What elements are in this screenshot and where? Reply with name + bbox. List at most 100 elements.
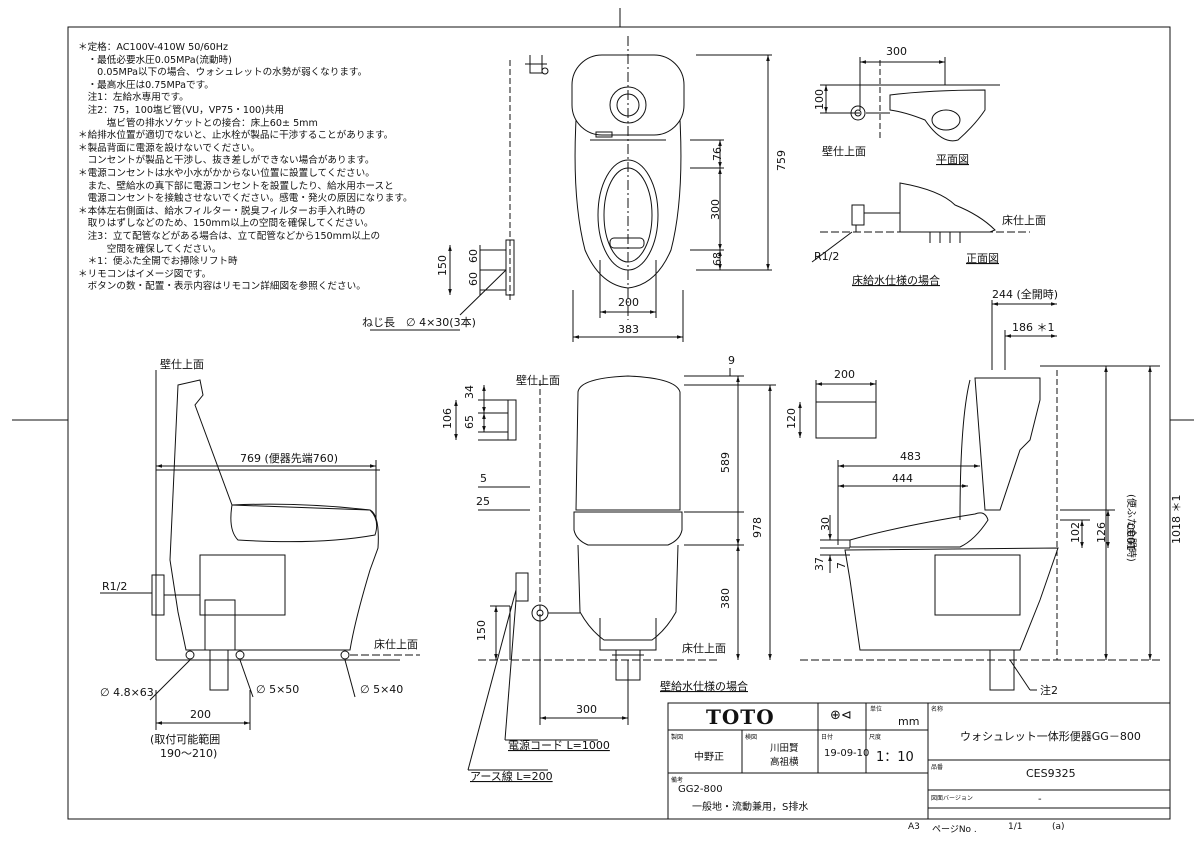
label-d5b: ∅ 5×40 bbox=[360, 683, 403, 696]
drawing-no: CES9325 bbox=[1026, 767, 1076, 780]
unit-value: mm bbox=[898, 715, 920, 728]
sheet-border bbox=[67, 26, 1171, 820]
note-line: ＊リモコンはイメージ図です。 bbox=[78, 268, 212, 280]
label-wall-face-front: 壁仕上面 bbox=[516, 373, 560, 387]
dim-rs-30: 30 bbox=[819, 517, 832, 531]
label-note2: 注2 bbox=[1040, 683, 1058, 697]
dim-rs-7: 7 bbox=[835, 562, 848, 569]
note-line: 取りはずしなどのため、150mm以上の空間を確保してください。 bbox=[78, 218, 374, 230]
note-line: ボタンの数・配置・表示内容はリモコン詳細図を参照ください。 bbox=[78, 281, 366, 293]
note-line: コンセントが製品と干渉し、抜き差しができない場合があります。 bbox=[78, 155, 375, 167]
checker-label: 検図 bbox=[745, 734, 758, 741]
dim-rs-1000: 1000 bbox=[1125, 523, 1138, 551]
page-number: 1/1 bbox=[1008, 822, 1023, 832]
label-mount-range: (取付可能範囲 bbox=[150, 732, 220, 746]
note-line: ＊1：便ふた全開でお掃除リフト時 bbox=[78, 256, 238, 268]
dim-rs-37: 37 bbox=[813, 557, 826, 571]
right-side-view bbox=[798, 300, 1160, 691]
note-line: 塩ビ管の排水ソケットとの接合：床上60± 5mm bbox=[78, 117, 318, 129]
label-power-cord: 電源コード L=1000 bbox=[508, 738, 610, 752]
dim-186: 186 ＊1 bbox=[1012, 321, 1055, 334]
plan-view bbox=[820, 57, 1000, 142]
dim-769: 769 (便器先端760) bbox=[240, 452, 338, 465]
paper-size: A3 bbox=[908, 822, 920, 832]
dim-front-65: 65 bbox=[463, 415, 476, 429]
label-r-half-plan: R1/2 bbox=[814, 250, 839, 263]
label-mount-range-2: 190～210) bbox=[160, 747, 217, 760]
label-plan-view: 平面図 bbox=[936, 153, 969, 166]
dim-front-380: 380 bbox=[719, 588, 732, 609]
note-line: ＊電源コンセントは水や小水がかからない位置に設置してください。 bbox=[78, 167, 375, 179]
spec-notes: ＊定格：AC100V-410W 50/60Hz ・最低必要水圧0.05MPa(流… bbox=[78, 42, 438, 294]
dim-front-589: 589 bbox=[719, 452, 732, 473]
label-front-view: 正面図 bbox=[966, 252, 999, 265]
page-label: ページNo . bbox=[932, 825, 977, 835]
drawing-no-label: 品番 bbox=[931, 764, 944, 771]
dim-rs-1018: 1018 ＊1 bbox=[1170, 495, 1183, 545]
title-block-frame bbox=[667, 702, 1171, 820]
label-d5a: ∅ 5×50 bbox=[256, 683, 299, 696]
dim-top-200: 200 bbox=[618, 296, 639, 309]
scale-value: 1：10 bbox=[876, 750, 914, 765]
label-wall-supply-case: 壁給水仕様の場合 bbox=[660, 679, 748, 693]
dim-244: 244 (全開時) bbox=[992, 287, 1058, 301]
dim-front-5: 5 bbox=[480, 472, 487, 485]
model-code: GG2-800 bbox=[678, 784, 723, 795]
label-wall-face-left: 壁仕上面 bbox=[160, 357, 204, 371]
note-line: ＊製品背面に電源を設けないでください。 bbox=[78, 142, 260, 154]
checker-name-2: 高祖横 bbox=[770, 757, 799, 768]
dim-front-25: 25 bbox=[476, 495, 490, 508]
checker-name-1: 川田賢 bbox=[770, 743, 799, 754]
dim-front-300: 300 bbox=[576, 703, 597, 716]
note-line: ＊給排水位置が適切でないと、止水栓が製品に干渉することがあります。 bbox=[78, 130, 394, 142]
product-name: ウォシュレット一体形便器GG－800 bbox=[960, 730, 1141, 743]
label-screw-length: ねじ長 ∅ 4×30(3本) bbox=[362, 315, 476, 329]
floor-supply-front-view bbox=[811, 182, 1030, 263]
designer-name: 中野正 bbox=[694, 752, 724, 763]
dim-top-300: 300 bbox=[709, 199, 722, 220]
dim-top-150: 150 bbox=[436, 255, 449, 276]
label-r-half-left: R1/2 bbox=[102, 580, 127, 593]
note-line: ・最低必要水圧0.05MPa(流動時) bbox=[78, 54, 232, 66]
designer-label: 製図 bbox=[671, 734, 684, 741]
note-line: 注1：左給水専用です。 bbox=[78, 92, 189, 104]
date-value: 19-09-10 bbox=[824, 748, 870, 759]
name-label: 名称 bbox=[931, 706, 944, 713]
note-line: 電源コンセントを接触させないでください。感電・発火の原因になります。 bbox=[78, 193, 413, 205]
dim-front-978: 978 bbox=[751, 517, 764, 538]
page-suffix: (a) bbox=[1052, 822, 1065, 832]
dim-top-right-100: 100 bbox=[813, 89, 826, 110]
dim-front-150: 150 bbox=[475, 620, 488, 641]
dim-front-34: 34 bbox=[463, 385, 476, 399]
note-line: 注3：立て配管などがある場合は、立て配管などから150mm以上の bbox=[78, 230, 381, 242]
projection-symbol: ⊕⊲ bbox=[830, 708, 852, 723]
left-side-view bbox=[100, 370, 420, 730]
note-line: ＊定格：AC100V-410W 50/60Hz bbox=[78, 42, 228, 53]
label-earth-wire: アース線 L=200 bbox=[470, 769, 553, 783]
top-view bbox=[370, 36, 772, 342]
label-floor-face-left: 床仕上面 bbox=[374, 637, 418, 651]
date-label: 日付 bbox=[821, 734, 834, 741]
dim-rs-200: 200 bbox=[834, 368, 855, 381]
dim-top-60b: 60 bbox=[467, 272, 480, 286]
dim-top-60a: 60 bbox=[467, 249, 480, 263]
label-lid-full-open: (便ふた全開時) bbox=[1125, 494, 1138, 562]
label-d48: ∅ 4.8×63 bbox=[100, 686, 154, 699]
unit-label: 単位 bbox=[870, 706, 883, 713]
dim-top-right-300: 300 bbox=[886, 45, 907, 58]
dim-front-9: 9 bbox=[728, 354, 735, 367]
revision-label: 図面バージョン bbox=[931, 795, 973, 802]
dim-top-759: 759 bbox=[775, 150, 788, 171]
dim-rs-483: 483 bbox=[900, 450, 921, 463]
model-label: 備考 bbox=[671, 777, 684, 784]
note-line: 0.05MPa以下の場合、ウォシュレットの水勢が弱くなります。 bbox=[78, 67, 368, 79]
note-line: ＊本体左右側面は、給水フィルター・脱臭フィルターお手入れ時の bbox=[78, 205, 366, 217]
note-line: 注2：75，100塩ビ管(VU，VP75・100)共用 bbox=[78, 104, 285, 116]
front-view bbox=[454, 368, 776, 771]
brand-logo: TOTO bbox=[706, 705, 775, 729]
note-line: ・最高水圧は0.75MPaです。 bbox=[78, 79, 214, 91]
label-floor-face-plan: 床仕上面 bbox=[1002, 213, 1046, 227]
note-line: 空間を確保してください。 bbox=[78, 243, 222, 255]
